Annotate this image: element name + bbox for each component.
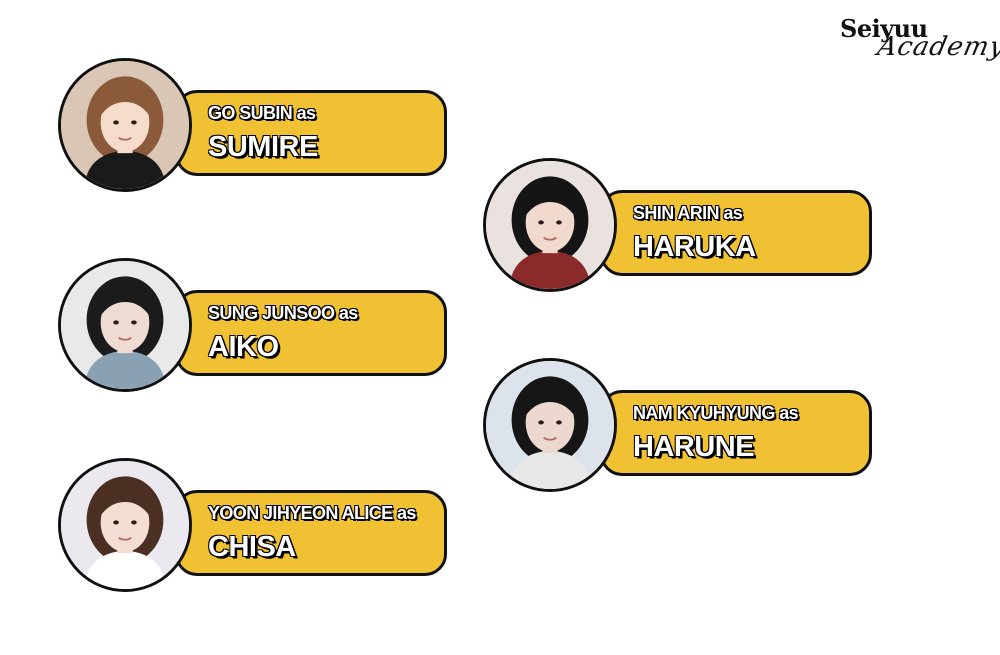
portrait-illustration <box>486 361 614 489</box>
cast-card: NAM KYUHYUNG as HARUNE <box>483 358 883 498</box>
name-banner: SHIN ARIN as HARUKA <box>600 190 872 276</box>
logo-academy-text: Academy <box>874 32 1000 62</box>
actor-portrait <box>58 458 192 592</box>
actor-portrait <box>58 58 192 192</box>
actor-portrait <box>483 358 617 492</box>
cast-card: SUNG JUNSOO as AIKO <box>58 258 458 398</box>
name-banner: GO SUBIN as SUMIRE <box>175 90 447 176</box>
portrait-illustration <box>61 61 189 189</box>
name-banner: SUNG JUNSOO as AIKO <box>175 290 447 376</box>
name-banner: YOON JIHYEON ALICE as CHISA <box>175 490 447 576</box>
actor-portrait <box>58 258 192 392</box>
actor-name: NAM KYUHYUNG as <box>633 403 799 423</box>
cast-card: YOON JIHYEON ALICE as CHISA <box>58 458 458 598</box>
name-banner: NAM KYUHYUNG as HARUNE <box>600 390 872 476</box>
actor-name: SUNG JUNSOO as <box>208 303 358 323</box>
logo-seiyuu-text: Seiyuu <box>840 14 928 43</box>
portrait-illustration <box>61 461 189 589</box>
actor-name: YOON JIHYEON ALICE as <box>208 503 416 523</box>
actor-portrait <box>483 158 617 292</box>
cast-card: SHIN ARIN as HARUKA <box>483 158 883 298</box>
portrait-illustration <box>61 261 189 389</box>
actor-name: GO SUBIN as <box>208 103 316 123</box>
role-name: AIKO <box>208 331 279 363</box>
role-name: SUMIRE <box>208 131 318 163</box>
role-name: HARUNE <box>633 431 755 463</box>
role-name: CHISA <box>208 531 296 563</box>
portrait-illustration <box>486 161 614 289</box>
cast-card: GO SUBIN as SUMIRE <box>58 58 458 198</box>
seiyuu-academy-logo: Seiyuu Academy <box>838 10 1000 70</box>
actor-name: SHIN ARIN as <box>633 203 743 223</box>
role-name: HARUKA <box>633 231 756 263</box>
